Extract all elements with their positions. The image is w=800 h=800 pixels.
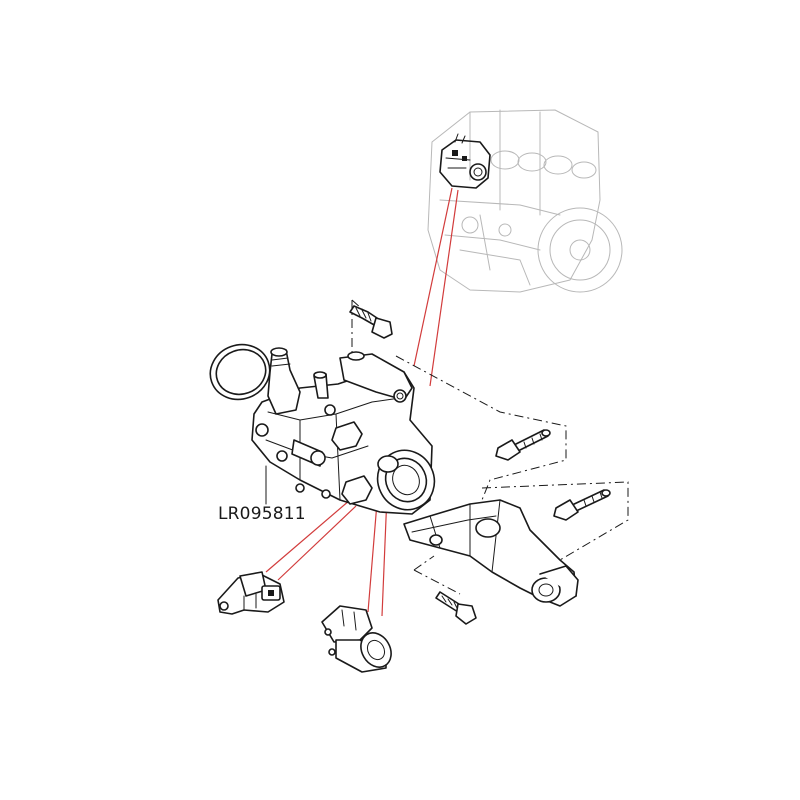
solenoid-valve xyxy=(321,605,392,673)
o-ring xyxy=(209,343,271,401)
bolt-lower xyxy=(435,591,477,625)
bolt-middle-right xyxy=(553,489,611,521)
leader-engine-2 xyxy=(429,189,459,387)
pressure-sensor xyxy=(217,571,285,615)
part-number-label: LR095811 xyxy=(218,504,306,524)
mounting-bracket xyxy=(403,499,579,607)
leader-sensor-2 xyxy=(277,505,357,581)
bolt-upper-right xyxy=(495,429,551,461)
pump-location-highlight xyxy=(439,133,491,189)
engine-block-overview xyxy=(427,109,623,293)
assembly-dashed-lines xyxy=(351,299,629,595)
bolt-top xyxy=(349,305,393,339)
leader-engine-1 xyxy=(413,187,453,367)
leader-sensor-1 xyxy=(265,499,351,573)
fuel-pump-assembly xyxy=(251,347,436,515)
